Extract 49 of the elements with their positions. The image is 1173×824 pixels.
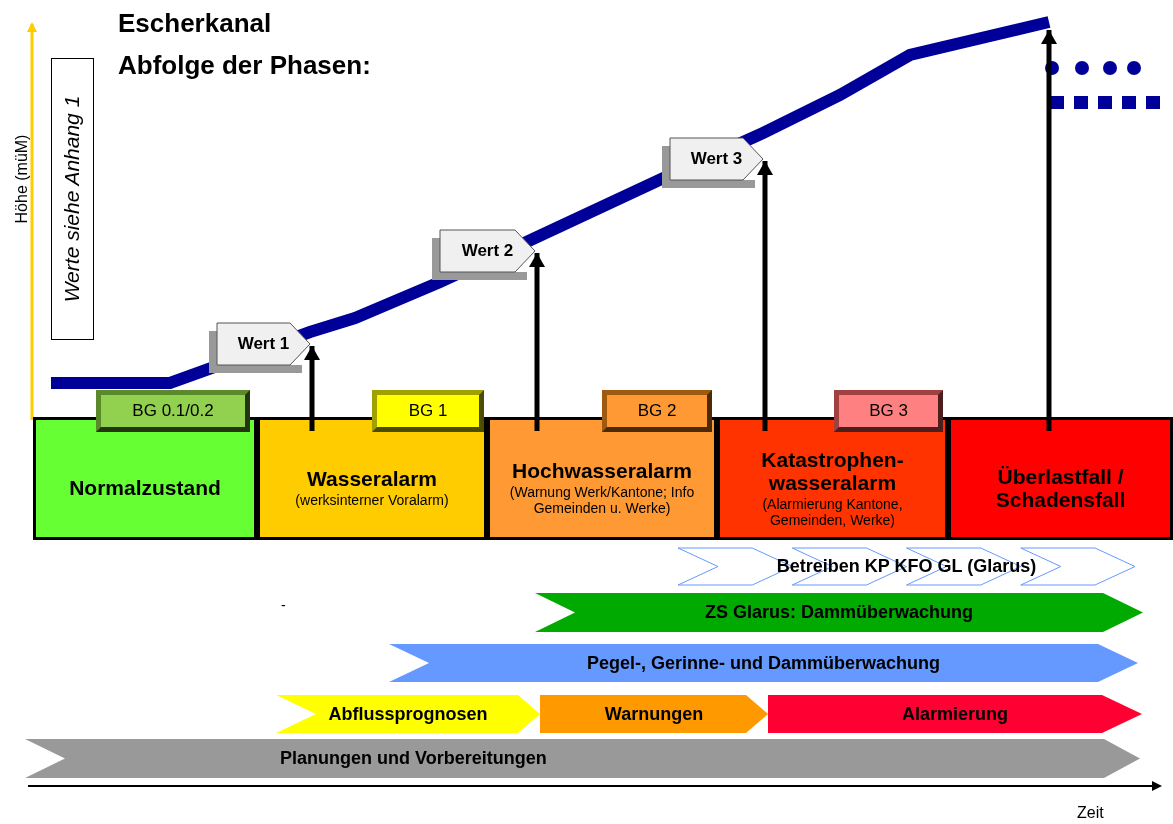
band-label: Betreiben KP KFO GL (Glarus) bbox=[776, 556, 1037, 577]
badge-label: BG 1 bbox=[408, 401, 448, 421]
arrow bbox=[304, 346, 320, 431]
subtitle: Abfolge der Phasen: bbox=[118, 50, 371, 81]
band-label: Pegel-, Gerinne- und Dammüberwachung bbox=[586, 652, 941, 674]
threshold-label: Wert 2 bbox=[461, 241, 514, 261]
threshold-label: Wert 3 bbox=[690, 149, 743, 169]
phase-box bbox=[487, 417, 717, 540]
arrow bbox=[757, 161, 773, 431]
level-badge bbox=[602, 390, 712, 432]
note-text: Werte siehe Anhang 1 bbox=[60, 95, 85, 303]
phase-title: Normalzustand bbox=[68, 476, 222, 499]
activity-bar bbox=[768, 695, 1142, 733]
arrow bbox=[529, 253, 545, 431]
activity-bar bbox=[389, 644, 1138, 682]
phase-box bbox=[257, 417, 487, 540]
phase-title: Katastrophen- wasseralarm bbox=[760, 447, 905, 494]
phase-box bbox=[948, 417, 1173, 540]
note-box bbox=[51, 58, 94, 340]
dash-mark: - bbox=[281, 597, 286, 613]
band-label: Abflussprognosen bbox=[328, 703, 488, 725]
badge-label: BG 0.1/0.2 bbox=[132, 401, 214, 421]
phase-title: Überlastfall / Schadensfall bbox=[994, 464, 1127, 511]
band-label: Warnungen bbox=[604, 703, 704, 725]
phase-description: (Warnung Werk/Kantone; Info Gemeinden u. Werke) bbox=[508, 483, 696, 516]
phase-description: (Alarmierung Kantone, Gemeinden, Werke) bbox=[761, 494, 904, 528]
badge-label: BG 2 bbox=[637, 401, 677, 421]
threshold-label: Wert 1 bbox=[237, 334, 290, 354]
arrow bbox=[1041, 30, 1057, 431]
title: Escherkanal bbox=[118, 8, 272, 39]
level-badge bbox=[834, 390, 943, 432]
phase-title: Wasseralarm bbox=[306, 467, 438, 490]
phase-description: (werksinterner Voralarm) bbox=[294, 491, 450, 508]
activity-bar bbox=[678, 548, 1135, 585]
level-badge bbox=[372, 390, 484, 432]
activity-bar bbox=[540, 695, 768, 733]
phase-title: Hochwasseralarm bbox=[511, 459, 693, 482]
badge-label: BG 3 bbox=[869, 401, 908, 421]
axis-label: Höhe (müM) bbox=[13, 133, 31, 226]
phase-box bbox=[33, 417, 257, 540]
level-badge bbox=[96, 390, 250, 432]
band-label: ZS Glarus: Dammüberwachung bbox=[704, 602, 974, 623]
band-label: Alarmierung bbox=[902, 703, 1008, 725]
activity-bar bbox=[535, 593, 1143, 632]
band-label: Planungen und Vorbereitungen bbox=[280, 748, 547, 769]
phase-box bbox=[717, 417, 948, 540]
activity-bar bbox=[276, 695, 540, 733]
axis-label: Zeit bbox=[1077, 804, 1104, 822]
activity-bar bbox=[25, 739, 1140, 778]
